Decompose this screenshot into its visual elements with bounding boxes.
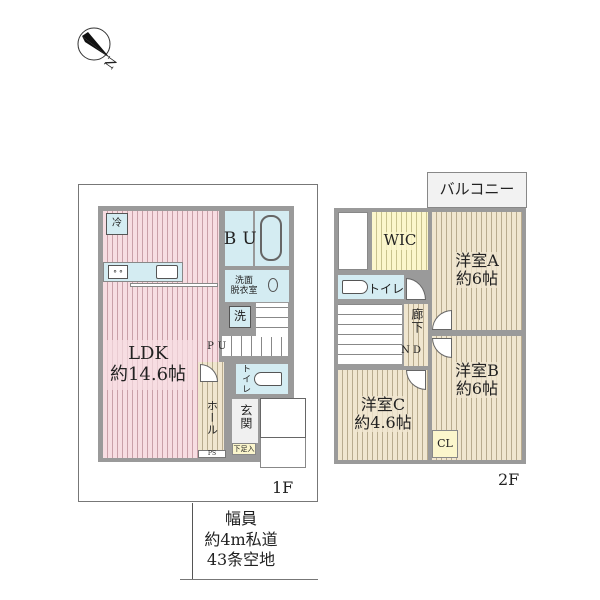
room-a-label: 洋室A 約6帖	[455, 250, 499, 289]
compass: N	[68, 20, 128, 75]
porch-step	[260, 438, 306, 468]
open-void	[338, 212, 368, 270]
road-dimension-line	[192, 503, 193, 579]
basin-icon	[268, 278, 278, 292]
counter-edge	[130, 283, 218, 287]
toilet-2f-icon	[342, 280, 368, 294]
washroom-label: 洗面 脱衣室	[230, 275, 258, 296]
north-arrow-icon	[77, 27, 111, 61]
room-washroom	[225, 270, 289, 302]
staircase-1f-upper	[256, 303, 288, 337]
ub-text: U B	[220, 228, 260, 250]
ub-label: U B	[220, 214, 260, 264]
sink-icon	[156, 265, 178, 279]
room-b-label: 洋室B 約6帖	[455, 360, 499, 399]
hall-label: ホール	[205, 400, 219, 436]
closet: CL	[432, 430, 458, 458]
ldk-size: 約14.6帖	[109, 364, 187, 385]
shoe-storage: 下足入	[232, 443, 256, 455]
stove-icon: ⚬⚬	[108, 265, 128, 279]
bathtub-icon	[260, 215, 282, 261]
toilet-2f-label: トイレ	[368, 282, 405, 296]
corridor-label: 廊下	[409, 308, 424, 334]
corridor	[404, 304, 428, 366]
pipe-space: PS	[198, 450, 226, 458]
room-c-label: 洋室C 約4.6帖	[354, 394, 412, 433]
front-door[interactable]	[260, 398, 306, 438]
staircase-1f	[222, 336, 288, 356]
toilet-1f-label: トイレ	[240, 364, 251, 394]
ldk-name: LDK	[128, 343, 168, 365]
fridge-label: 冷	[112, 218, 122, 230]
fridge-space: 冷	[106, 213, 128, 235]
bath-divider	[253, 211, 255, 266]
room-wic: WIC	[372, 212, 428, 270]
entrance-label: 玄関	[238, 404, 253, 430]
stairs-dn-label: D N	[400, 345, 423, 357]
stairs-up-label: U P	[205, 341, 228, 353]
ldk-label: LDK 約14.6帖	[103, 340, 193, 390]
floor1-label: 1F	[272, 478, 294, 497]
staircase-2f	[338, 304, 402, 364]
floor2-label: 2F	[498, 470, 520, 489]
road-edge-line	[180, 579, 318, 580]
lot-boundary-1f	[78, 184, 318, 502]
balcony: バルコニー	[427, 172, 527, 208]
road-label: 幅員 約4m私道 43条空地	[204, 508, 278, 570]
room-ldk-lower	[103, 211, 193, 458]
washer-space: 洗	[229, 306, 251, 328]
room-entrance	[232, 399, 258, 443]
toilet-1f-icon	[254, 372, 282, 386]
